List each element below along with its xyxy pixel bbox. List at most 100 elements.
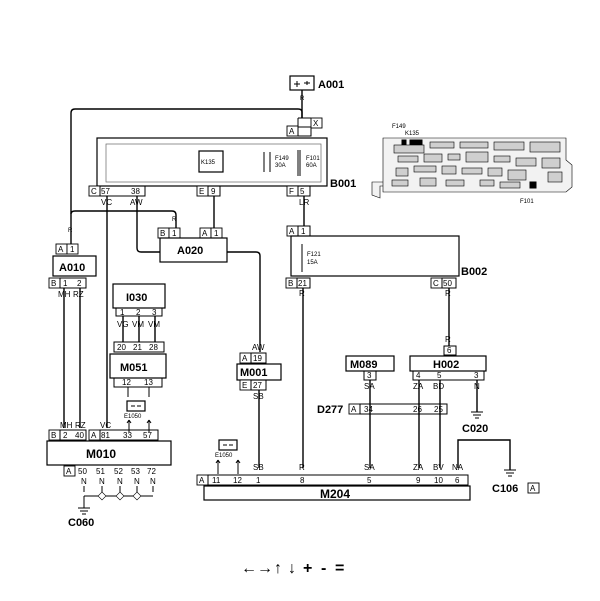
wire-label: R — [172, 217, 177, 223]
connector-tag-letter: E — [242, 381, 247, 390]
pin-number: 1 — [63, 279, 68, 288]
pan-up-icon[interactable]: ↑ — [274, 560, 282, 577]
pin-number: 5 — [437, 371, 442, 380]
connector-body — [363, 370, 377, 381]
arrows-e1050 — [126, 419, 152, 432]
pin-number: 34 — [364, 405, 373, 414]
m010-label: M010 — [86, 447, 116, 461]
connector-body — [207, 474, 469, 486]
k135-label: K135 — [201, 160, 216, 166]
component-i030[interactable]: I030 — [112, 283, 166, 309]
component-m051[interactable]: M051 — [109, 353, 167, 379]
connector-tag — [527, 482, 540, 494]
component-b002[interactable]: B002 — [290, 235, 487, 278]
c060-label: C060 — [68, 517, 94, 529]
component-a001[interactable]: A001 — [289, 75, 344, 91]
m051-label: M051 — [120, 362, 148, 374]
connector-body — [297, 185, 311, 197]
f121-rating: 15A — [307, 260, 318, 266]
connector-tag — [63, 465, 76, 477]
connector-tag-letter: A — [91, 431, 97, 440]
pin-number: 81 — [101, 431, 110, 440]
wire-label: SB — [253, 463, 264, 472]
connector-tag-letter: C — [91, 187, 97, 196]
component-a020[interactable]: A020 — [159, 237, 228, 263]
wire — [127, 387, 150, 397]
connector-body — [250, 352, 267, 364]
pin-number: 1 — [214, 229, 219, 238]
splice-diamonds — [97, 491, 142, 501]
f149-rating: 30A — [275, 163, 286, 169]
component-a010[interactable]: A010 — [52, 255, 97, 277]
connector-tag-letter: F — [289, 187, 294, 196]
reset-zoom-icon[interactable]: = — [335, 560, 344, 577]
m089-label: M089 — [350, 359, 378, 371]
wire-label: BV — [433, 463, 444, 472]
wire-h002 — [418, 380, 478, 468]
wire-label: NA — [452, 463, 464, 472]
connector-body — [113, 377, 163, 388]
pin-number: 25 — [434, 405, 443, 414]
pin-number: 1 — [120, 308, 125, 317]
connector-body — [99, 185, 146, 197]
pin-number: 9 — [416, 476, 421, 485]
pin-number: 3 — [367, 371, 372, 380]
zoom-in-icon[interactable]: + — [303, 560, 312, 577]
pin-number: 38 — [131, 187, 140, 196]
connector-body — [250, 379, 267, 391]
pin-number: 40 — [75, 431, 84, 440]
wire-i030-m051 — [122, 316, 156, 342]
pin-number: 1 — [256, 476, 261, 485]
wire-label: R — [68, 228, 73, 234]
wire-label: N — [134, 477, 140, 486]
a010-label: A010 — [59, 262, 85, 274]
component-h002[interactable]: H002 — [409, 355, 487, 372]
wire-label: R — [445, 289, 451, 298]
photo-f149-label: F149 — [392, 124, 406, 130]
zoom-out-icon[interactable]: - — [321, 560, 326, 577]
photo-k135-label: K135 — [405, 131, 420, 137]
connector-tag-letter: C — [433, 279, 439, 288]
pin-number: 1 — [172, 229, 177, 238]
connector-body — [115, 307, 163, 317]
connector-tag-letter: A — [242, 354, 248, 363]
pan-down-icon[interactable]: ↓ — [288, 560, 296, 577]
connector-tag — [310, 117, 323, 129]
component-e1050-a[interactable]: E1050 — [124, 400, 146, 420]
d277-connector[interactable] — [359, 403, 448, 415]
pin-number: 11 — [212, 476, 221, 485]
f121-label: F121 — [307, 252, 321, 258]
connector-tag-letter: A — [289, 227, 295, 236]
ground-symbol-c106 — [504, 469, 516, 477]
component-e1050-b[interactable]: E1050 — [215, 439, 238, 459]
d277-label: D277 — [317, 404, 343, 416]
component-m001[interactable]: M001 — [236, 363, 282, 381]
wire-label: R — [445, 335, 451, 344]
connector-body — [113, 341, 165, 353]
component-b001[interactable]: B001 — [96, 137, 356, 190]
component-m089[interactable]: M089 — [345, 355, 395, 372]
wire-label: VM — [148, 320, 160, 329]
connector-body — [207, 185, 221, 197]
pan-horizontal-icon[interactable]: ←→ — [241, 560, 273, 577]
wire-na — [457, 439, 511, 470]
connector-body — [296, 277, 311, 289]
wire-label: AW — [252, 343, 265, 352]
connector-tag-letter: A — [289, 127, 295, 136]
pin-number: 12 — [233, 476, 242, 485]
pin-number: 21 — [298, 279, 307, 288]
wire-label: ZA — [413, 463, 424, 472]
component-m010[interactable]: M010 — [46, 440, 172, 466]
wire-mh-rz — [63, 288, 81, 428]
connector-tag-letter: A — [66, 467, 72, 476]
pin-number: 3 — [474, 371, 479, 380]
h002-label: H002 — [433, 359, 459, 371]
pin-number: 6 — [455, 476, 460, 485]
wire-label: R — [299, 463, 305, 472]
a001-label: A001 — [318, 79, 344, 91]
component-m204[interactable]: M204 — [203, 485, 471, 501]
connector-tag-letter: A — [351, 405, 357, 414]
wire-label: RZ — [73, 290, 84, 299]
ground-symbol-c060 — [78, 507, 90, 515]
